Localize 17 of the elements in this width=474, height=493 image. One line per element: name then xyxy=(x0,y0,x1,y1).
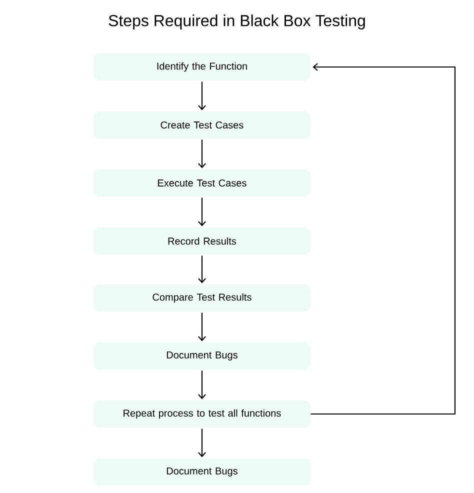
arrow xyxy=(198,82,206,110)
process-box: Document Bugs xyxy=(94,342,310,370)
arrow xyxy=(198,312,206,342)
arrow xyxy=(198,428,206,458)
process-box: Compare Test Results xyxy=(94,284,310,312)
arrow xyxy=(198,256,206,284)
arrow xyxy=(310,63,456,415)
process-box: Execute Test Cases xyxy=(94,170,310,196)
process-box: Create Test Cases xyxy=(94,112,310,138)
arrow xyxy=(198,140,206,168)
process-box: Document Bugs xyxy=(94,458,310,486)
process-box: Identify the Function xyxy=(94,54,310,80)
title: Steps Required in Black Box Testing xyxy=(108,14,365,30)
arrow xyxy=(198,370,206,400)
arrow xyxy=(198,198,206,226)
process-box: Repeat process to test all functions xyxy=(94,400,310,428)
process-box: Record Results xyxy=(94,228,310,254)
